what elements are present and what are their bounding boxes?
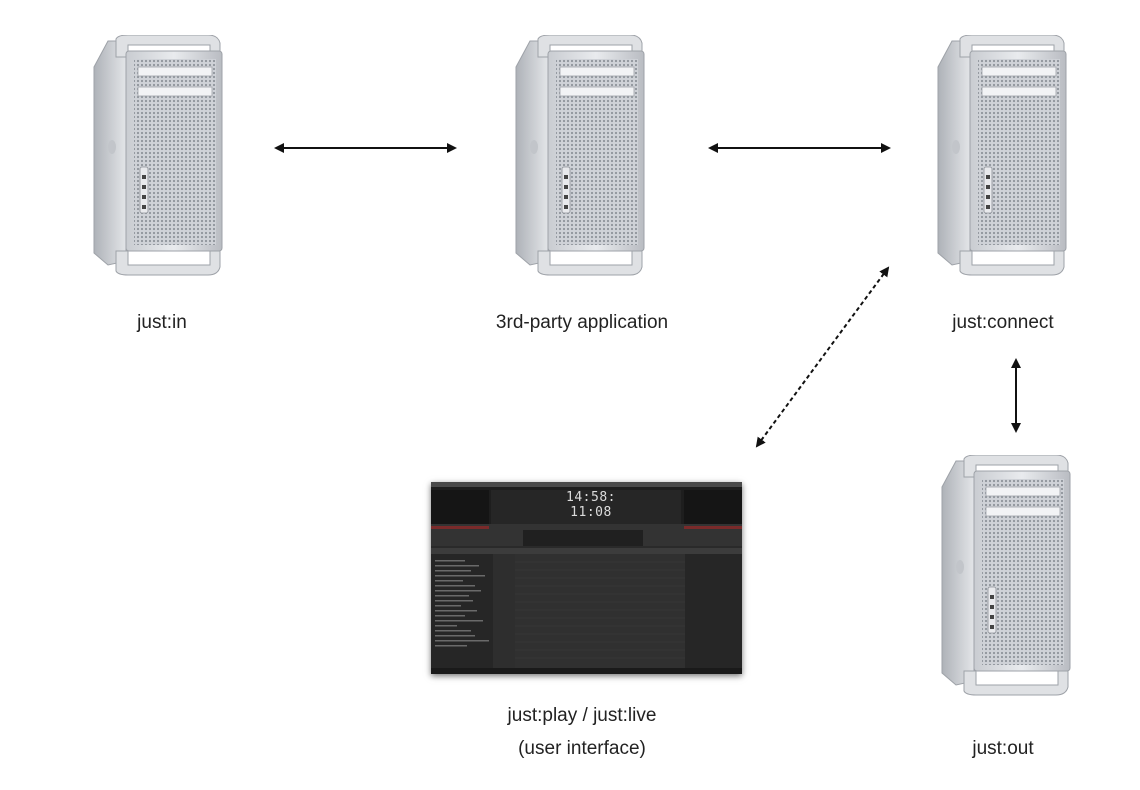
label-just-play-just-live: just:play / just:live bbox=[507, 705, 657, 726]
label-third-party-application: 3rd-party application bbox=[495, 312, 669, 333]
app-screenshot-icon: 14:58: 11:08 bbox=[431, 482, 742, 674]
clock-readout: 14:58: 11:08 bbox=[566, 490, 616, 520]
label-just-out: just:out bbox=[972, 738, 1034, 759]
arrow-ui-justconnect-dashed bbox=[755, 266, 890, 448]
label-just-connect: just:connect bbox=[952, 312, 1054, 333]
label-user-interface: (user interface) bbox=[518, 738, 646, 759]
label-just-in: just:in bbox=[137, 312, 187, 333]
